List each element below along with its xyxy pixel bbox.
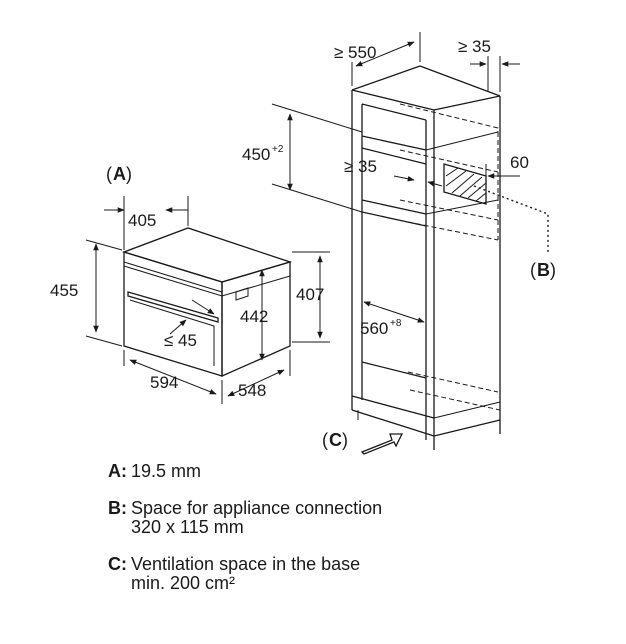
dim-niche-height: 450 [242,145,270,164]
legend-item-a: A: 19.5 mm [108,462,608,481]
dim-handle-gap: ≤ 45 [164,331,197,350]
dim-appliance-depth: 548 [238,381,266,400]
legend-text: Space for appliance connection 320 x 115… [131,498,383,537]
dim-cabinet-depth: ≥ 550 [334,43,376,62]
installation-drawing: ( A ) 405 455 594 548 442 407 ≤ 45 ≥ 550… [50,32,556,455]
dim-niche-height-tolerance: +2 [272,144,284,155]
legend-item-c: C: Ventilation space in the base min. 20… [108,555,608,593]
legend-item-b: B: Space for appliance connection 320 x … [108,499,608,537]
dim-appliance-depth-top: 405 [128,211,156,230]
dim-rear-gap: ≥ 35 [344,157,377,176]
diagram-labels: ( A ) 405 455 594 548 442 407 ≤ 45 ≥ 550… [50,37,556,450]
cabinet-dimension-lines [271,32,520,455]
label-b: B [537,260,550,280]
legend-key: B: [108,498,127,518]
appliance-dimension-lines [85,196,330,404]
dim-appliance-right-height: 407 [296,285,324,304]
dim-appliance-height: 455 [50,281,78,300]
label-c: C [329,430,342,450]
dim-appliance-inner-height: 442 [240,307,268,326]
appliance-drawing [121,227,293,377]
legend: A: 19.5 mm B: Space for appliance connec… [108,462,608,611]
label-a-close: ) [126,164,132,184]
dim-cabinet-top-gap: ≥ 35 [458,37,491,56]
dim-appliance-width: 594 [150,373,178,392]
legend-key: A: [108,461,127,481]
dim-niche-width: 560 [360,319,388,338]
dim-niche-width-tolerance: +8 [390,318,402,329]
label-b-open: ( [530,260,536,280]
label-c-open: ( [322,430,328,450]
legend-text: 19.5 mm [131,461,202,481]
dim-side-depth: 60 [510,153,529,172]
label-a-open: ( [106,164,112,184]
label-a: A [113,164,126,184]
legend-key: C: [108,554,127,574]
cabinet-drawing [351,65,549,450]
legend-text: Ventilation space in the base min. 200 c… [131,554,361,593]
label-c-close: ) [342,430,348,450]
label-b-close: ) [550,260,556,280]
